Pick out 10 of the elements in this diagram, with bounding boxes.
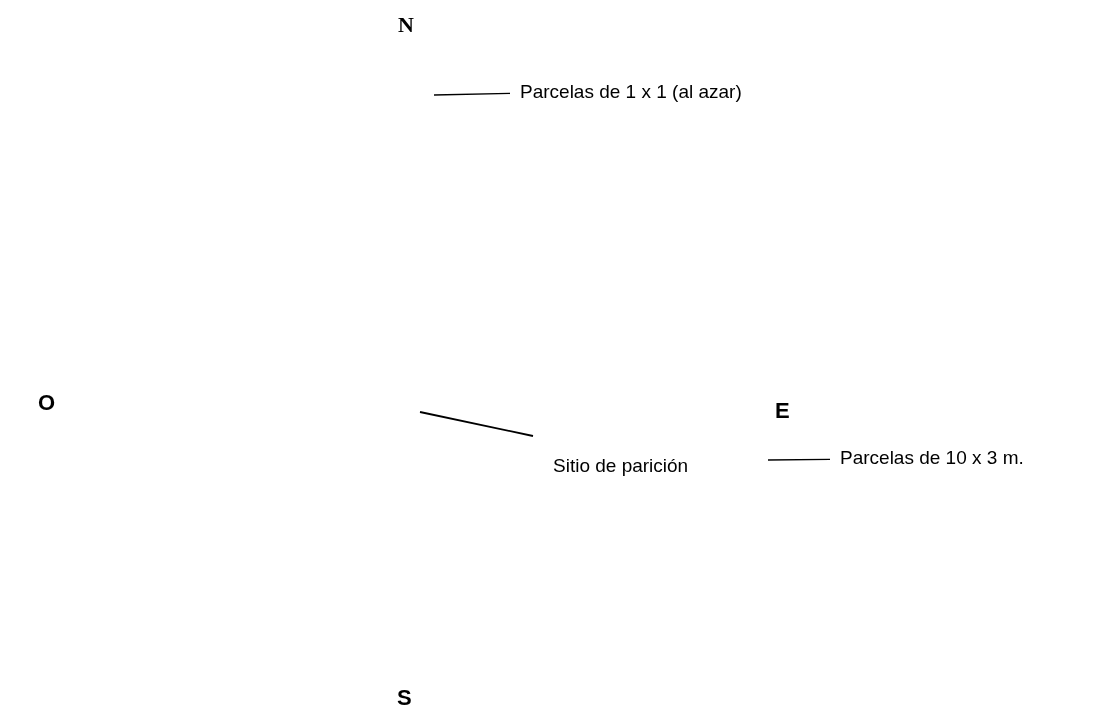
callout-text: Parcelas de 1 x 1 (al azar)	[520, 82, 742, 103]
compass-letter: E	[775, 400, 790, 422]
callout-text: Sitio de parición	[553, 456, 689, 477]
leader-line	[767, 458, 831, 461]
leader-line	[419, 411, 534, 437]
compass-letter: S	[397, 687, 412, 709]
callout-text: Parcelas de 10 x 3 m.	[840, 448, 1024, 469]
compass-letter: O	[38, 392, 56, 414]
leader-line	[433, 92, 511, 96]
compass-letter: N	[398, 14, 414, 36]
